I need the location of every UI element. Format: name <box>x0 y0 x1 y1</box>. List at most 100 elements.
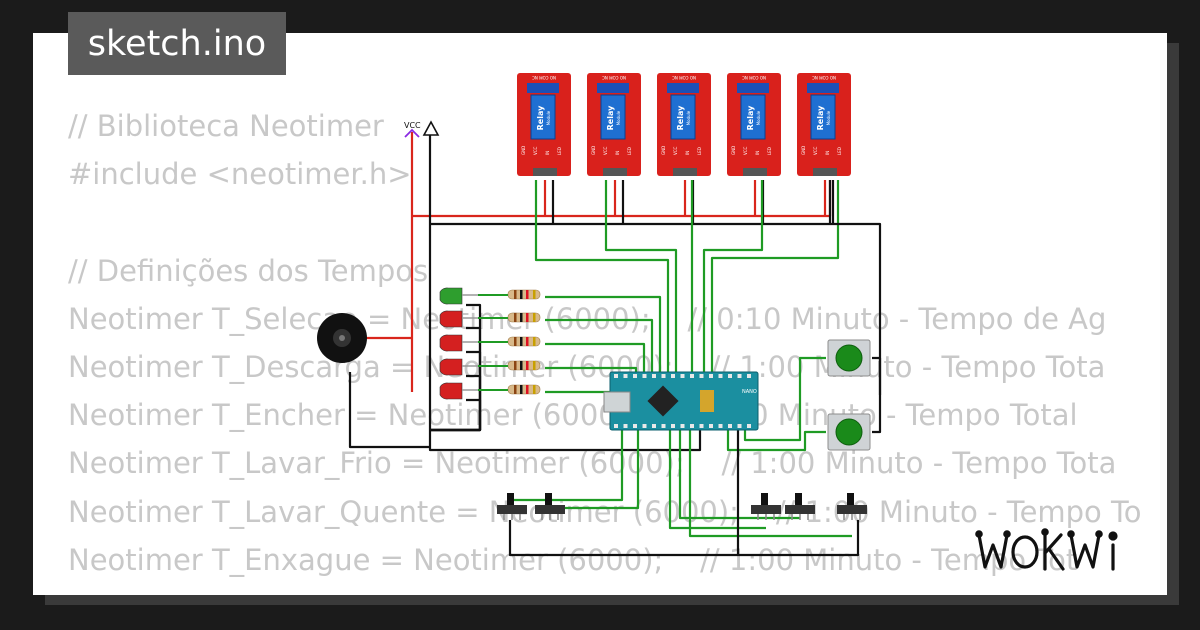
nano-pin <box>699 374 704 378</box>
relay-label: Relay <box>816 105 825 130</box>
slide-switch-4 <box>837 505 867 514</box>
slide-switch-0 <box>497 505 527 514</box>
relay-header <box>603 168 627 176</box>
nano-pin <box>614 424 618 428</box>
wire-relay-in-0 <box>534 180 670 372</box>
wire-gnd-black <box>428 135 702 452</box>
relay-header <box>673 168 697 176</box>
relay-pin-label: IN <box>615 151 620 155</box>
wire-led-0 <box>545 295 662 372</box>
wokwi-logo-mark <box>975 528 1118 571</box>
file-tab[interactable]: sketch.ino <box>68 12 286 75</box>
relay-module-2 <box>657 73 711 176</box>
nano-pin <box>623 424 628 428</box>
resistor-band <box>533 313 536 322</box>
resistor-band <box>533 361 536 370</box>
relay-pin-label: LED <box>837 147 842 155</box>
wire-sw-3 <box>678 430 800 520</box>
code-line: Neotimer T_Lavar_Frio = Neotimer (6000);… <box>68 446 1117 481</box>
relay-label: Relay <box>676 105 685 130</box>
nano-pin <box>737 424 742 428</box>
slide-switch-knob <box>761 493 768 505</box>
wire-btn-0 <box>743 356 826 442</box>
arduino-label: NANO <box>742 389 757 395</box>
relay-terminals-label: NO COM NC <box>742 75 766 80</box>
resistor-band <box>526 385 529 394</box>
relay-pin-label: GND <box>521 146 526 155</box>
resistor-band <box>526 361 529 370</box>
led-4 <box>439 382 463 400</box>
relay-terminals-label: NO COM NC <box>672 75 696 80</box>
relay-pin-label: IN <box>545 151 550 155</box>
resistor-band <box>520 313 523 322</box>
relay-terminal-block <box>527 83 559 93</box>
wire-relay-in-3 <box>702 180 764 372</box>
mcu-chip <box>647 385 679 417</box>
wire-led-3 <box>545 366 638 372</box>
relay-terminal-block <box>807 83 839 93</box>
gnd-symbol <box>422 120 440 136</box>
resistor-band <box>514 361 517 370</box>
relay-header <box>533 168 557 176</box>
relay-sub-label: Module <box>616 110 621 125</box>
relay-header <box>743 168 767 176</box>
resistor-band <box>520 361 523 370</box>
relay-pin-label: LED <box>627 147 632 155</box>
resistor-band <box>533 337 536 346</box>
resistor-band <box>526 290 529 299</box>
relay-pin-label: VCC <box>603 146 608 155</box>
nano-pin <box>680 374 685 378</box>
nano-pin <box>690 424 694 428</box>
usb-port <box>603 391 631 413</box>
wire-led-1 <box>545 318 654 372</box>
led-2 <box>439 334 463 352</box>
relay-sub-label: Module <box>546 110 551 125</box>
relay-cube <box>740 94 766 140</box>
nano-pin <box>709 424 713 428</box>
relay-terminals-label: NO COM NC <box>532 75 556 80</box>
wire-led-2 <box>545 342 646 372</box>
code-line: // Biblioteca Neotimer <box>68 109 384 143</box>
relay-sub-label: Module <box>756 110 761 125</box>
wire-vcc-bus-red <box>412 180 832 218</box>
relay-label: Relay <box>536 105 545 130</box>
relay-terminal-block <box>737 83 769 93</box>
wire-sw-gnd <box>508 520 860 557</box>
relay-pin-label: IN <box>685 151 690 155</box>
wokwi-logo <box>975 525 1151 581</box>
resistor-band <box>520 337 523 346</box>
relay-cube <box>530 94 556 140</box>
nano-pin <box>709 374 713 378</box>
relay-pin-label: VCC <box>743 146 748 155</box>
resistor-band <box>514 313 517 322</box>
arduino-nano <box>609 371 759 431</box>
slide-switch-knob <box>847 493 854 505</box>
vcc-arrow <box>404 128 420 138</box>
wire-sw-2 <box>668 430 766 530</box>
relay-pin-label: VCC <box>673 146 678 155</box>
slide-switch-knob <box>507 493 514 505</box>
relay-sub-label: Module <box>826 110 831 125</box>
slide-switch-3 <box>785 505 815 514</box>
relay-cube <box>670 94 696 140</box>
relay-sub-label: Module <box>686 110 691 125</box>
relay-terminals-label: NO COM NC <box>812 75 836 80</box>
slide-switch-1 <box>535 505 565 514</box>
resistor-band <box>514 290 517 299</box>
resistor-band <box>533 385 536 394</box>
nano-pin <box>614 374 618 378</box>
relay-pin-label: GND <box>801 146 806 155</box>
relay-pin-label: IN <box>755 151 760 155</box>
nano-pin <box>652 374 656 378</box>
pushbutton-cap <box>835 418 863 446</box>
nano-pin <box>652 424 656 428</box>
relay-module-1 <box>587 73 641 176</box>
relay-pin-label: LED <box>697 147 702 155</box>
crystal <box>700 390 714 412</box>
vcc-label: VCC <box>404 121 421 130</box>
resistor-band <box>533 290 536 299</box>
wire-btn-gnd <box>872 356 882 434</box>
relay-terminal-block <box>597 83 629 93</box>
code-line: #include <neotimer.h> <box>68 157 412 192</box>
